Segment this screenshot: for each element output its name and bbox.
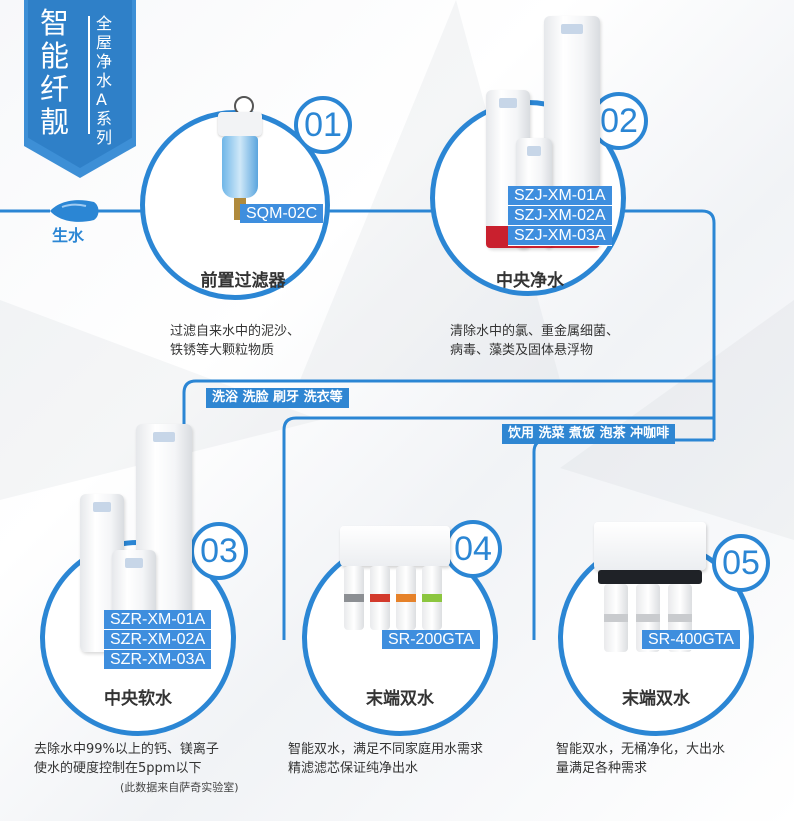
step-04-desc-line1: 智能双水，满足不同家庭用水需求 bbox=[288, 742, 484, 757]
ro-unit-top bbox=[340, 526, 450, 566]
step-01-number: 01 bbox=[294, 96, 352, 154]
source-label: 生水 bbox=[52, 226, 85, 245]
tank-panel bbox=[125, 558, 143, 568]
ribbon-shape-inner bbox=[28, 0, 132, 168]
step-01-desc-line2: 铁锈等大颗粒物质 bbox=[170, 343, 275, 358]
flow-line-drinking bbox=[282, 416, 714, 640]
step-05-desc-line1: 智能双水，无桶净化，大出水 bbox=[556, 742, 726, 757]
tank-panel bbox=[560, 24, 584, 34]
series-char: 净 bbox=[96, 52, 113, 71]
step-03-note: (此数据来自萨奇实验室) bbox=[120, 781, 239, 794]
model-label: SR-200GTA bbox=[382, 630, 480, 650]
cartridge bbox=[422, 566, 442, 630]
prefilter-head bbox=[218, 112, 262, 136]
prefilter-bowl bbox=[222, 136, 258, 198]
cartridge bbox=[344, 566, 364, 630]
brand-char: 能 bbox=[40, 41, 71, 73]
model-label: SQM-02C bbox=[240, 204, 324, 224]
brand-char: 纤 bbox=[40, 74, 71, 106]
model-label: SZR-XM-03A bbox=[104, 650, 212, 670]
cartridge bbox=[396, 566, 416, 630]
cartridge bbox=[604, 584, 628, 652]
domestic-use-tag: 洗浴 洗脸 刷牙 洗衣等 bbox=[206, 388, 349, 408]
model-label: SZR-XM-01A bbox=[104, 610, 212, 630]
step-03-desc-line1: 去除水中99%以上的钙、镁离子 bbox=[34, 742, 219, 757]
model-label: SZJ-XM-01A bbox=[508, 186, 612, 206]
flow-line-to-split bbox=[560, 209, 716, 440]
step-05-desc-line2: 量满足各种需求 bbox=[556, 761, 648, 776]
model-label: SZJ-XM-02A bbox=[508, 206, 612, 226]
brand-char: 智 bbox=[40, 8, 71, 40]
tank-panel bbox=[526, 146, 542, 156]
step-01-title: 前置过滤器 bbox=[200, 271, 286, 291]
step-02-desc-line1: 清除水中的氯、重金属细菌、 bbox=[450, 324, 620, 339]
series-char: 列 bbox=[96, 128, 113, 147]
tank-panel bbox=[152, 432, 176, 442]
tank-panel bbox=[93, 502, 111, 512]
flow-line-domestic bbox=[182, 379, 714, 520]
step-03-number: 03 bbox=[190, 522, 248, 580]
step-05-number: 05 bbox=[712, 534, 770, 592]
brand-char: 靓 bbox=[40, 107, 71, 139]
step-02-desc-line2: 病毒、藻类及固体悬浮物 bbox=[450, 343, 594, 358]
series-char: 屋 bbox=[96, 33, 113, 52]
model-label: SZJ-XM-03A bbox=[508, 226, 612, 246]
model-label: SZR-XM-02A bbox=[104, 630, 212, 650]
step-02-title: 中央净水 bbox=[496, 271, 564, 291]
step-03-desc-line2: 使水的硬度控制在5ppm以下 bbox=[34, 761, 202, 776]
ro-unit-head bbox=[598, 570, 702, 584]
drinking-use-tag: 饮用 洗菜 煮饭 泡茶 冲咖啡 bbox=[502, 424, 676, 444]
water-drop-icon bbox=[50, 200, 99, 222]
ro-unit-top bbox=[594, 522, 706, 570]
series-char: 水 bbox=[96, 71, 113, 90]
series-subtitle: 全 屋 净 水 A 系 列 bbox=[96, 14, 118, 147]
series-char: 系 bbox=[96, 109, 113, 128]
step-01-desc-line1: 过滤自来水中的泥沙、 bbox=[170, 324, 301, 339]
step-04-desc-line2: 精滤滤芯保证纯净出水 bbox=[288, 761, 419, 776]
ribbon-divider bbox=[88, 16, 90, 134]
brand-title: 智 能 纤 靓 bbox=[40, 8, 80, 140]
step-04-number: 04 bbox=[444, 520, 502, 578]
cartridge bbox=[370, 566, 390, 630]
step-05-title: 末端双水 bbox=[622, 689, 690, 709]
series-char: A bbox=[96, 90, 107, 109]
series-char: 全 bbox=[96, 14, 113, 33]
tank-panel bbox=[499, 98, 517, 108]
model-label: SR-400GTA bbox=[642, 630, 740, 650]
prefilter-image bbox=[210, 96, 270, 226]
series-ribbon: 智 能 纤 靓 全 屋 净 水 A 系 列 bbox=[24, 0, 136, 178]
step-03-title: 中央软水 bbox=[104, 689, 172, 709]
step-04-title: 末端双水 bbox=[366, 689, 434, 709]
